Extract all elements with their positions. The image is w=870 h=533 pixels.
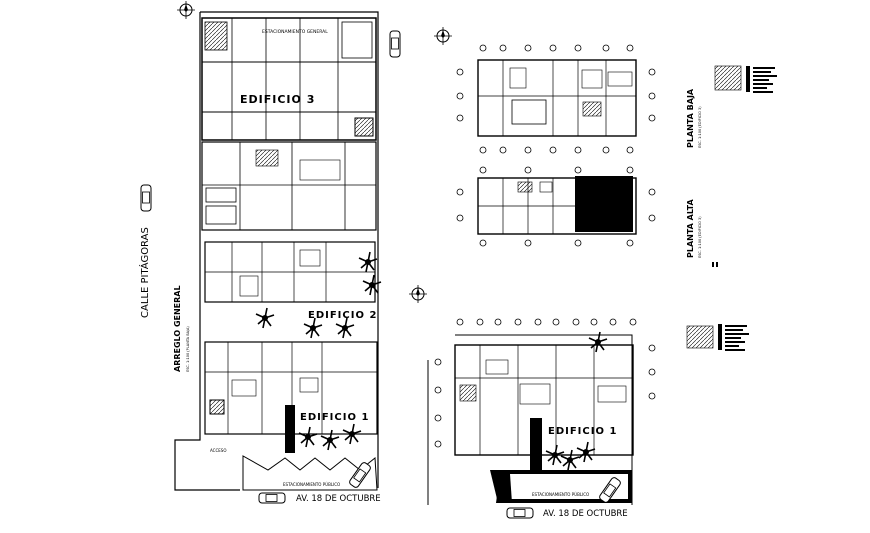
detail-building-outline xyxy=(454,344,634,456)
av-site-label: AV. 18 DE OCTUBRE xyxy=(296,494,381,504)
arreglo-general-subtitle: ESC. 1:100 (PLANTA BAJA) xyxy=(186,326,190,372)
north-arrow-icon xyxy=(176,0,196,20)
planta-alta-subtitle: ESC. 1:100 (EDIFICIO 3) xyxy=(698,216,702,258)
arreglo-general-title: ARREGLO GENERAL xyxy=(173,285,182,372)
planta-baja-title: PLANTA BAJA xyxy=(686,88,695,148)
palm-tree-icon xyxy=(303,317,323,339)
mid-block xyxy=(201,141,377,231)
legend-table-icon xyxy=(714,65,777,93)
palm-tree-icon xyxy=(320,429,340,451)
acceso-label: ACCESO xyxy=(210,448,226,453)
palm-tree-icon xyxy=(298,426,318,448)
palm-tree-icon xyxy=(358,251,378,273)
planta-baja-outline xyxy=(477,59,637,137)
planta-baja-subtitle: ESC. 1:100 (EDIFICIO 3) xyxy=(698,106,702,148)
black-wall xyxy=(285,405,295,453)
planta-alta-roof-fill xyxy=(575,176,633,232)
planta-alta-plan: PLANTA ALTA ESC. 1:100 (EDIFICIO 3) xyxy=(456,166,718,267)
grid-bubbles-top xyxy=(456,44,656,154)
edificio-1-detail-label: EDIFICIO 1 xyxy=(548,426,617,437)
grid-bubbles-detail xyxy=(434,318,656,448)
legend-table-icon xyxy=(686,324,749,351)
edificio-1-detail-plan: EDIFICIO 1 ESTACIONAMIENTO PÚBLICO AV. 1… xyxy=(408,284,656,519)
parking-lot xyxy=(242,455,378,491)
palm-tree-icon xyxy=(576,441,596,463)
car-icon xyxy=(389,30,401,58)
estacionamiento-detail-label: ESTACIONAMIENTO PÚBLICO xyxy=(532,492,589,497)
detail-boundary xyxy=(427,334,633,505)
car-icon xyxy=(506,507,534,519)
edificio-3-label: EDIFICIO 3 xyxy=(240,93,315,106)
edificio-3-block xyxy=(201,17,377,141)
av-detail-label: AV. 18 DE OCTUBRE xyxy=(543,509,628,519)
estacionamiento-site-label: ESTACIONAMIENTO PÚBLICO xyxy=(283,482,340,487)
palm-tree-icon xyxy=(335,317,355,339)
palm-tree-icon xyxy=(255,307,275,329)
estacionamiento-top-label: ESTACIONAMIENTO GENERAL xyxy=(262,29,328,35)
car-icon xyxy=(140,184,152,212)
car-icon xyxy=(347,460,373,490)
black-wall xyxy=(530,418,542,474)
planta-baja-plan: PLANTA BAJA ESC. 1:100 (EDIFICIO 3) xyxy=(433,26,702,154)
car-icon xyxy=(258,492,286,504)
edificio-2-label: EDIFICIO 2 xyxy=(308,310,377,321)
site-plan: ESTACIONAMIENTO GENERAL EDIFICIO 3 EDIFI… xyxy=(138,0,401,504)
palm-tree-icon xyxy=(560,449,580,471)
edificio-1-site-label: EDIFICIO 1 xyxy=(300,412,369,423)
property-boundary xyxy=(174,11,379,491)
planta-alta-title: PLANTA ALTA xyxy=(686,199,695,258)
north-arrow-icon xyxy=(408,284,428,304)
calle-pitagoras-label: CALLE PITÁGORAS xyxy=(138,227,151,318)
north-arrow-icon xyxy=(433,26,453,46)
